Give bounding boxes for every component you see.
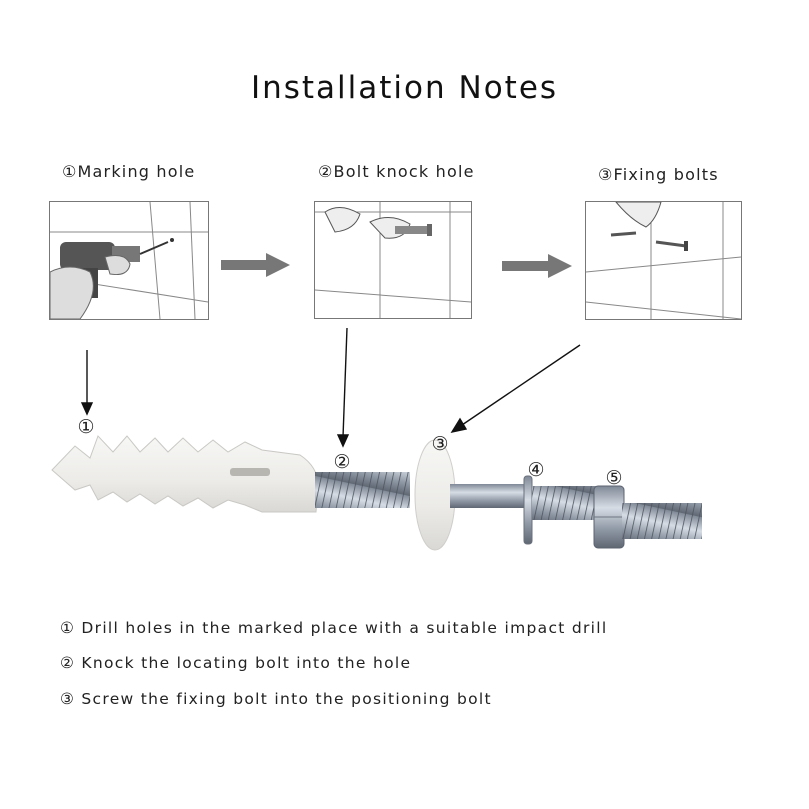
step-2-label: ②Bolt knock hole (318, 162, 475, 181)
step-1-label: ①Marking hole (62, 162, 196, 181)
bolt-icon (610, 231, 688, 251)
bolt-shank (450, 484, 530, 508)
leader-line-2 (342, 327, 348, 438)
hand-icon (615, 202, 662, 228)
part-marker-5: ⑤ (605, 467, 622, 489)
plastic-washer (414, 439, 456, 551)
hex-nut (593, 485, 625, 549)
part-marker-2: ② (333, 451, 350, 473)
threaded-rod (532, 486, 602, 520)
step-arrow-2 (502, 254, 572, 278)
note-3: ③ Screw the fixing bolt into the positio… (60, 690, 492, 708)
anchor-bolt-icon (395, 224, 432, 236)
part-marker-4: ④ (527, 459, 544, 481)
part-marker-1: ① (77, 416, 94, 438)
leader-line-3 (461, 344, 581, 426)
leader-arrowhead-1 (80, 402, 94, 416)
part-marker-3: ③ (431, 433, 448, 455)
step-1-illustration (49, 201, 209, 320)
step-3-illustration (585, 201, 742, 320)
step-3-label: ③Fixing bolts (598, 165, 719, 184)
threaded-screw (315, 472, 410, 508)
page-title: Installation Notes (250, 70, 559, 106)
hand-icon (324, 207, 411, 239)
note-2: ② Knock the locating bolt into the hole (60, 654, 412, 672)
step-2-illustration (314, 201, 472, 319)
leader-arrowhead-3 (450, 417, 468, 434)
hand-icon (50, 255, 131, 319)
plastic-anchor (51, 435, 319, 513)
metal-washer (523, 475, 533, 545)
note-1: ① Drill holes in the marked place with a… (60, 619, 608, 637)
leader-arrowhead-2 (336, 434, 350, 448)
threaded-rod-end (622, 503, 702, 539)
step-arrow-1 (221, 253, 290, 277)
